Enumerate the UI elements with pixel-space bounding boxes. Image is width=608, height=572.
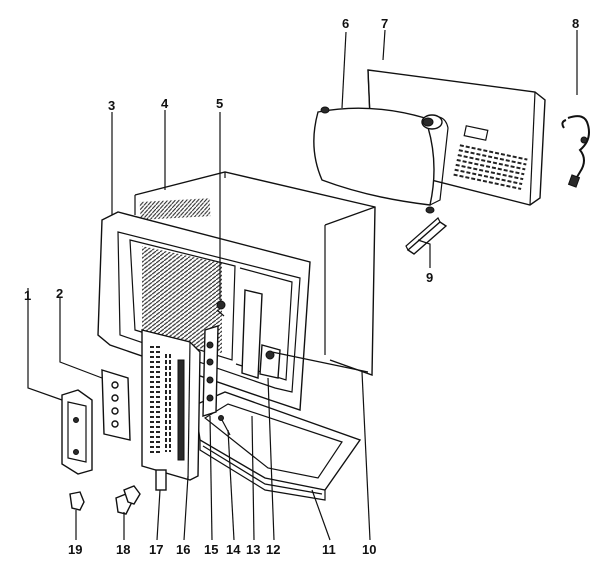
power-cord bbox=[561, 30, 590, 188]
part-label-4: 4 bbox=[161, 96, 169, 111]
part-label-8: 8 bbox=[572, 16, 579, 31]
door-panel bbox=[61, 389, 93, 475]
part-label-7: 7 bbox=[381, 16, 388, 31]
part-label-3: 3 bbox=[108, 98, 115, 113]
part-label-12: 12 bbox=[266, 542, 280, 557]
part-label-1: 1 bbox=[24, 288, 31, 303]
part-label-11: 11 bbox=[322, 542, 336, 557]
part-label-17: 17 bbox=[149, 542, 163, 557]
part-label-2: 2 bbox=[56, 286, 63, 301]
single-knob bbox=[69, 491, 85, 511]
part-label-10: 10 bbox=[362, 542, 376, 557]
leader-lines bbox=[27, 29, 431, 541]
knob-plate bbox=[101, 369, 131, 441]
tuner-assembly bbox=[241, 289, 369, 379]
bracket bbox=[405, 217, 448, 255]
part-label-19: 19 bbox=[68, 542, 82, 557]
control-panel bbox=[141, 329, 201, 491]
part-label-16: 16 bbox=[176, 542, 190, 557]
base-tray bbox=[194, 391, 362, 501]
part-label-14: 14 bbox=[226, 542, 241, 557]
control-strip bbox=[202, 325, 231, 436]
screw bbox=[216, 112, 226, 317]
knob-pair bbox=[115, 485, 141, 515]
part-label-9: 9 bbox=[426, 270, 433, 285]
part-label-13: 13 bbox=[246, 542, 260, 557]
part-label-6: 6 bbox=[342, 16, 349, 31]
part-label-15: 15 bbox=[204, 542, 218, 557]
picture-tube bbox=[313, 106, 449, 214]
part-label-18: 18 bbox=[116, 542, 130, 557]
part-number-labels: 1 2 3 4 5 6 7 8 9 10 11 12 13 14 15 16 1… bbox=[24, 16, 579, 557]
part-label-5: 5 bbox=[216, 96, 223, 111]
